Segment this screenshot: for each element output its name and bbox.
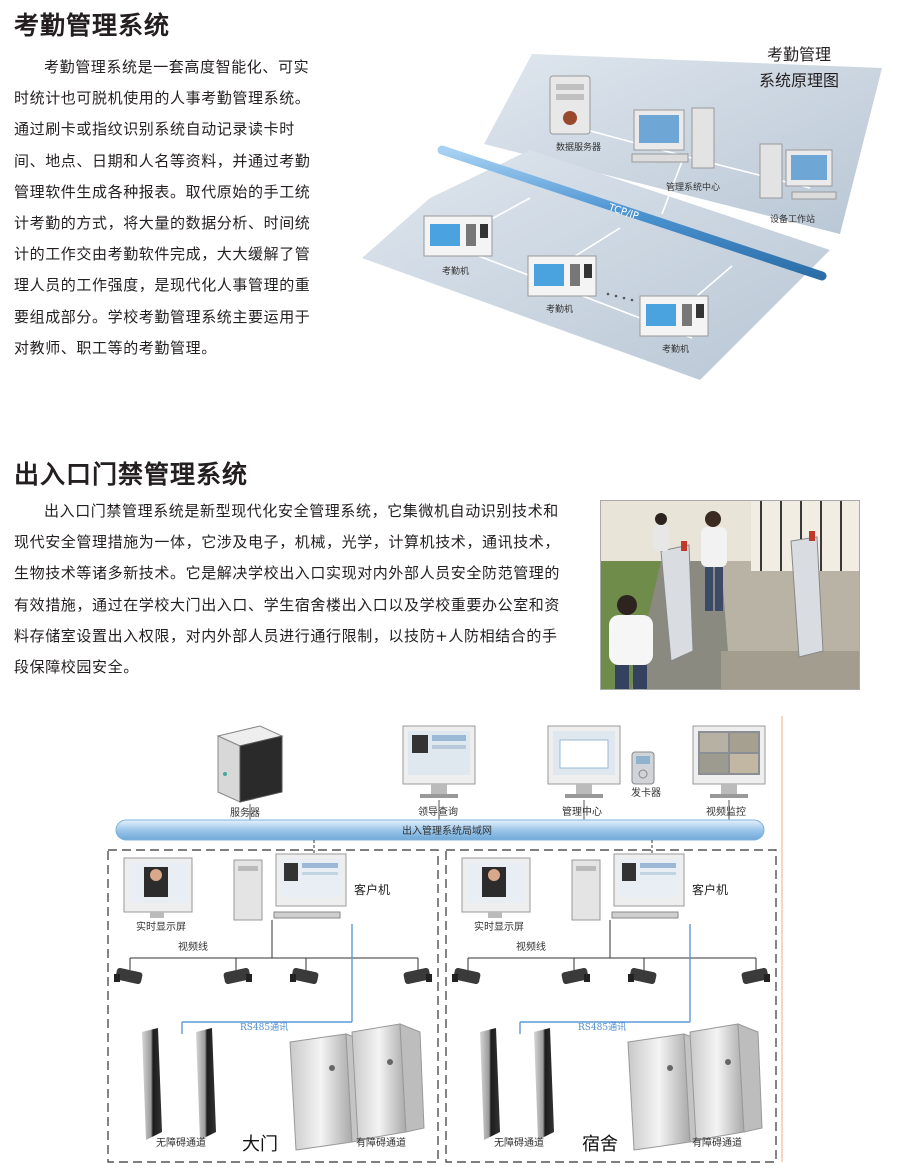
zone-right-rs485-label: RS485通讯: [578, 1022, 626, 1033]
attendance-paragraph: 考勤管理系统是一套高度智能化、可实时统计也可脱机使用的人事考勤管理系统。通过刷卡…: [14, 58, 311, 357]
person-walking: [701, 511, 727, 611]
zone-left-video-line-label: 视频线: [178, 940, 208, 953]
zone-right-video-wiring: [467, 920, 757, 970]
zone-left-barrier-label: 有障碍通道: [356, 1136, 406, 1149]
zone-left-video-wiring: [129, 920, 419, 970]
camera-icon: [290, 967, 319, 985]
camera-icon: [741, 967, 770, 985]
tcpip-network-pipe: [437, 145, 827, 281]
person-foreground: [609, 595, 653, 689]
attendance-diagram-svg: TCP/IP 数据服务器 管理系统中心 设备工作站: [362, 54, 882, 380]
zone-left-name: 大门: [242, 1134, 278, 1155]
zone-right-video-line-label: 视频线: [516, 940, 546, 953]
zone-left-rs485-wiring: [181, 924, 353, 1034]
camera-icon: [452, 967, 481, 985]
camera-icon: [223, 967, 252, 985]
attendance-terminal-3-label: 考勤机: [662, 343, 689, 355]
attendance-diagram-title: 考勤管理 系统原理图: [744, 42, 854, 94]
turnstile-right: [790, 531, 824, 658]
zone-left-barrier-free-label: 无障碍通道: [156, 1136, 206, 1149]
attendance-terminal-1-icon: [423, 215, 493, 257]
zone-right-display-label: 实时显示屏: [474, 920, 524, 933]
zone-left-client-label: 客户机: [354, 882, 390, 897]
server-label: 服务器: [230, 806, 260, 819]
camera-icon: [403, 967, 432, 985]
zone-right-client-label: 客户机: [692, 882, 728, 897]
person-background: [653, 513, 669, 551]
gate-turnstile-photo: [600, 500, 860, 690]
zone-right-name: 宿舍: [582, 1134, 618, 1155]
zone-right-box: [445, 849, 777, 1163]
leader-query-monitor-icon: [402, 725, 476, 798]
attendance-terminal-1-label: 考勤机: [442, 265, 469, 277]
zone-left-box: [107, 849, 439, 1163]
zone-right-display-screen-icon: [461, 857, 531, 918]
lan-pipe: [115, 819, 765, 841]
data-server-label: 数据服务器: [556, 141, 601, 153]
attendance-diagram-title-line2: 系统原理图: [758, 71, 839, 90]
zone-right-barrier-free-label: 无障碍通道: [494, 1136, 544, 1149]
leader-query-label: 领导查询: [418, 805, 458, 818]
camera-icon: [628, 967, 657, 985]
ellipsis-dots: [606, 292, 634, 302]
management-center-pc-icon: [631, 107, 715, 169]
zone-left-turnstile-gates: [289, 1023, 425, 1151]
card-issuer-icon: [631, 751, 655, 785]
attendance-system-diagram: 考勤管理 系统原理图: [362, 38, 890, 388]
zone-right-turnstile-gates: [627, 1023, 763, 1151]
zone-left-client-pc-icon: [233, 853, 347, 921]
zone-right-client-pc-icon: [571, 853, 685, 921]
management-center-label-ac: 管理中心: [562, 805, 602, 818]
zone-right-cameras: [452, 967, 770, 985]
zone-left-display-screen-icon: [123, 857, 193, 918]
workstation-label: 设备工作站: [770, 213, 815, 225]
lan-label: 出入管理系统局域网: [402, 824, 492, 837]
zone-left-display-label: 实时显示屏: [136, 920, 186, 933]
server-icon: [216, 725, 284, 803]
attendance-terminal-2-label: 考勤机: [546, 303, 573, 315]
attendance-title: 考勤管理系统: [14, 11, 171, 40]
management-center-label: 管理系统中心: [666, 181, 720, 193]
zone-left-barrier-free-pillars: [142, 1028, 216, 1140]
zone-right-rs485-wiring: [519, 924, 691, 1034]
access-diagram-svg: 服务器 领导查询 管理中心 发卡器: [107, 716, 783, 1163]
attendance-terminal-2-icon: [527, 255, 597, 297]
access-paragraph: 出入口门禁管理系统是新型现代化安全管理系统，它集微机自动识别技术和现代安全管理措…: [14, 502, 561, 677]
access-title: 出入口门禁管理系统: [14, 460, 249, 489]
zone-left-cameras: [114, 967, 432, 985]
attendance-terminal-3-icon: [639, 295, 709, 337]
access-control-diagram: 服务器 领导查询 管理中心 发卡器: [100, 712, 790, 1167]
top-droplines: [249, 800, 730, 820]
camera-icon: [561, 967, 590, 985]
zone-right-barrier-label: 有障碍通道: [692, 1136, 742, 1149]
management-center-monitor-icon: [547, 725, 621, 798]
camera-icon: [114, 967, 143, 985]
video-monitor-icon: [692, 725, 766, 798]
zone-right-barrier-free-pillars: [480, 1028, 554, 1140]
attendance-diagram-title-line1: 考勤管理: [766, 45, 831, 64]
gate-photo-illustration: [601, 501, 859, 689]
turnstile-left: [660, 541, 694, 662]
video-monitor-label: 视频监控: [706, 805, 746, 818]
workstation-pc-icon: [759, 143, 837, 200]
card-issuer-label: 发卡器: [631, 786, 661, 799]
zone-left-rs485-label: RS485通讯: [240, 1022, 288, 1033]
data-server-icon: [549, 75, 591, 135]
